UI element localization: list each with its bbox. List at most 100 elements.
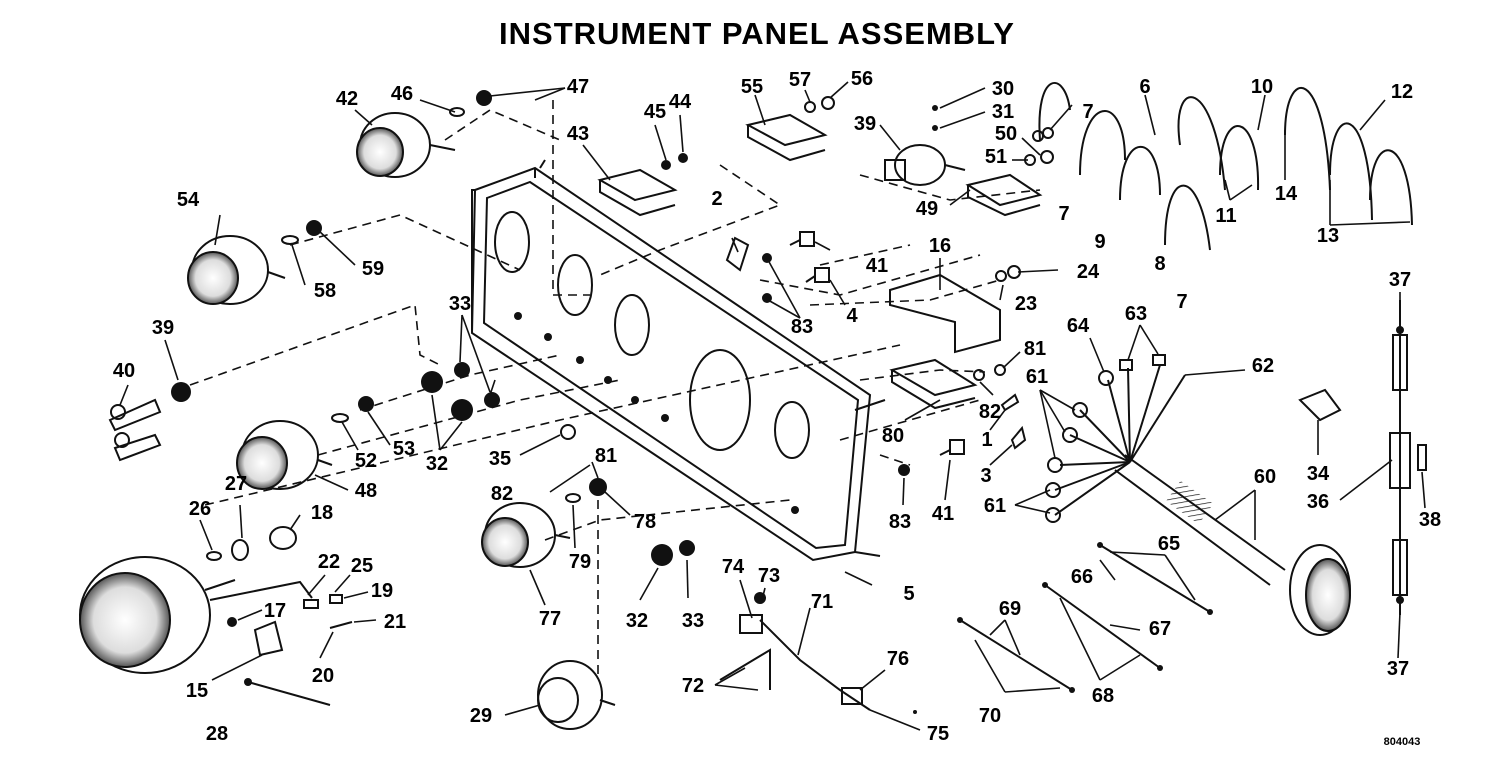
- callout-81a: 81: [1024, 338, 1046, 360]
- callout-55: 55: [741, 76, 763, 98]
- callout-3: 3: [980, 465, 991, 487]
- callout-7c: 7: [1176, 291, 1187, 313]
- leader-lines: [119, 81, 1426, 731]
- callout-39b: 39: [152, 317, 174, 339]
- callout-52: 52: [355, 450, 377, 472]
- ignition-switch: [884, 144, 966, 186]
- gauge-29: [537, 660, 616, 730]
- callout-4: 4: [846, 305, 858, 327]
- callout-30: 30: [992, 78, 1014, 100]
- callout-12: 12: [1391, 81, 1413, 103]
- callout-49: 49: [916, 198, 938, 220]
- callout-32b: 32: [626, 610, 648, 632]
- callout-26: 26: [189, 498, 211, 520]
- callout-24: 24: [1077, 261, 1100, 283]
- callout-9: 9: [1094, 231, 1105, 253]
- callout-14: 14: [1275, 183, 1298, 205]
- callout-79: 79: [569, 551, 591, 573]
- callout-11: 11: [1215, 205, 1236, 227]
- callout-16: 16: [929, 235, 951, 257]
- callout-27: 27: [225, 473, 247, 495]
- fuse-holder: [1298, 300, 1427, 615]
- hardware-parts: [108, 90, 1054, 706]
- callout-51: 51: [985, 146, 1007, 168]
- gauge-42: [356, 112, 456, 178]
- callout-63: 63: [1125, 303, 1147, 325]
- jumper-wires: [957, 542, 1213, 693]
- callout-31: 31: [992, 101, 1014, 123]
- callout-40: 40: [113, 360, 135, 382]
- callout-25: 25: [351, 555, 373, 577]
- callout-19: 19: [371, 580, 393, 602]
- callout-15: 15: [186, 680, 208, 702]
- callout-36: 36: [1307, 491, 1329, 513]
- callout-53: 53: [393, 438, 415, 460]
- callout-71: 71: [811, 591, 833, 613]
- callout-80: 80: [882, 425, 904, 447]
- callout-18: 18: [311, 502, 333, 524]
- callout-13: 13: [1317, 225, 1339, 247]
- callout-50: 50: [995, 123, 1017, 145]
- callout-41b: 41: [932, 503, 954, 525]
- callout-22: 22: [318, 551, 340, 573]
- callout-81b: 81: [595, 445, 617, 467]
- callout-37a: 37: [1389, 269, 1411, 291]
- callout-44: 44: [669, 91, 692, 113]
- callout-23: 23: [1015, 293, 1037, 315]
- callout-68: 68: [1092, 685, 1114, 707]
- callout-37b: 37: [1387, 658, 1409, 680]
- callout-8: 8: [1154, 253, 1165, 275]
- callout-45: 45: [644, 101, 666, 123]
- callout-20: 20: [312, 665, 334, 687]
- callout-10: 10: [1251, 76, 1273, 98]
- callout-34: 34: [1307, 463, 1330, 485]
- callout-17: 17: [264, 600, 286, 622]
- callout-75: 75: [927, 723, 949, 745]
- callout-numbers: 1 2 3 4 5 6 7 7 7 8 9 10 11 12 13 14 15 …: [113, 68, 1441, 745]
- callout-67: 67: [1149, 618, 1171, 640]
- callout-64: 64: [1067, 315, 1090, 337]
- callout-32a: 32: [426, 453, 448, 475]
- callout-58: 58: [314, 280, 336, 302]
- wiring-harness: [1045, 354, 1351, 636]
- callout-33a: 33: [449, 293, 471, 315]
- drawing-code: 804043: [1384, 736, 1421, 748]
- assembly-lines: [189, 100, 1041, 680]
- callout-69: 69: [999, 598, 1021, 620]
- callout-43: 43: [567, 123, 589, 145]
- callout-59: 59: [362, 258, 384, 280]
- callout-7a: 7: [1082, 101, 1093, 123]
- callout-72: 72: [682, 675, 704, 697]
- callout-2: 2: [711, 188, 722, 210]
- callout-39a: 39: [854, 113, 876, 135]
- gauge-54: [187, 235, 286, 305]
- callout-42: 42: [336, 88, 358, 110]
- callout-73: 73: [758, 565, 780, 587]
- light-cable: [719, 592, 917, 714]
- callout-5: 5: [903, 583, 914, 605]
- callout-62: 62: [1252, 355, 1274, 377]
- callout-77: 77: [539, 608, 561, 630]
- callout-66: 66: [1071, 566, 1093, 588]
- callout-70: 70: [979, 705, 1001, 727]
- callout-29: 29: [470, 705, 492, 727]
- gauge-48: [236, 420, 333, 490]
- callout-61a: 61: [1026, 366, 1048, 388]
- callout-56: 56: [851, 68, 873, 90]
- brackets: [597, 113, 1043, 410]
- callout-1: 1: [981, 429, 992, 451]
- callout-28: 28: [206, 723, 228, 745]
- callout-46: 46: [391, 83, 413, 105]
- wire-loops: [1038, 82, 1413, 251]
- callout-83b: 83: [889, 511, 911, 533]
- callout-82b: 82: [491, 483, 513, 505]
- callout-60: 60: [1254, 466, 1276, 488]
- callout-74: 74: [722, 556, 745, 578]
- diagram-title: INSTRUMENT PANEL ASSEMBLY: [499, 16, 1015, 51]
- callout-7b: 7: [1058, 203, 1069, 225]
- callout-76: 76: [887, 648, 909, 670]
- gauge-77: [481, 502, 571, 568]
- instrument-panel-housing: [470, 159, 886, 562]
- callout-38: 38: [1419, 509, 1441, 531]
